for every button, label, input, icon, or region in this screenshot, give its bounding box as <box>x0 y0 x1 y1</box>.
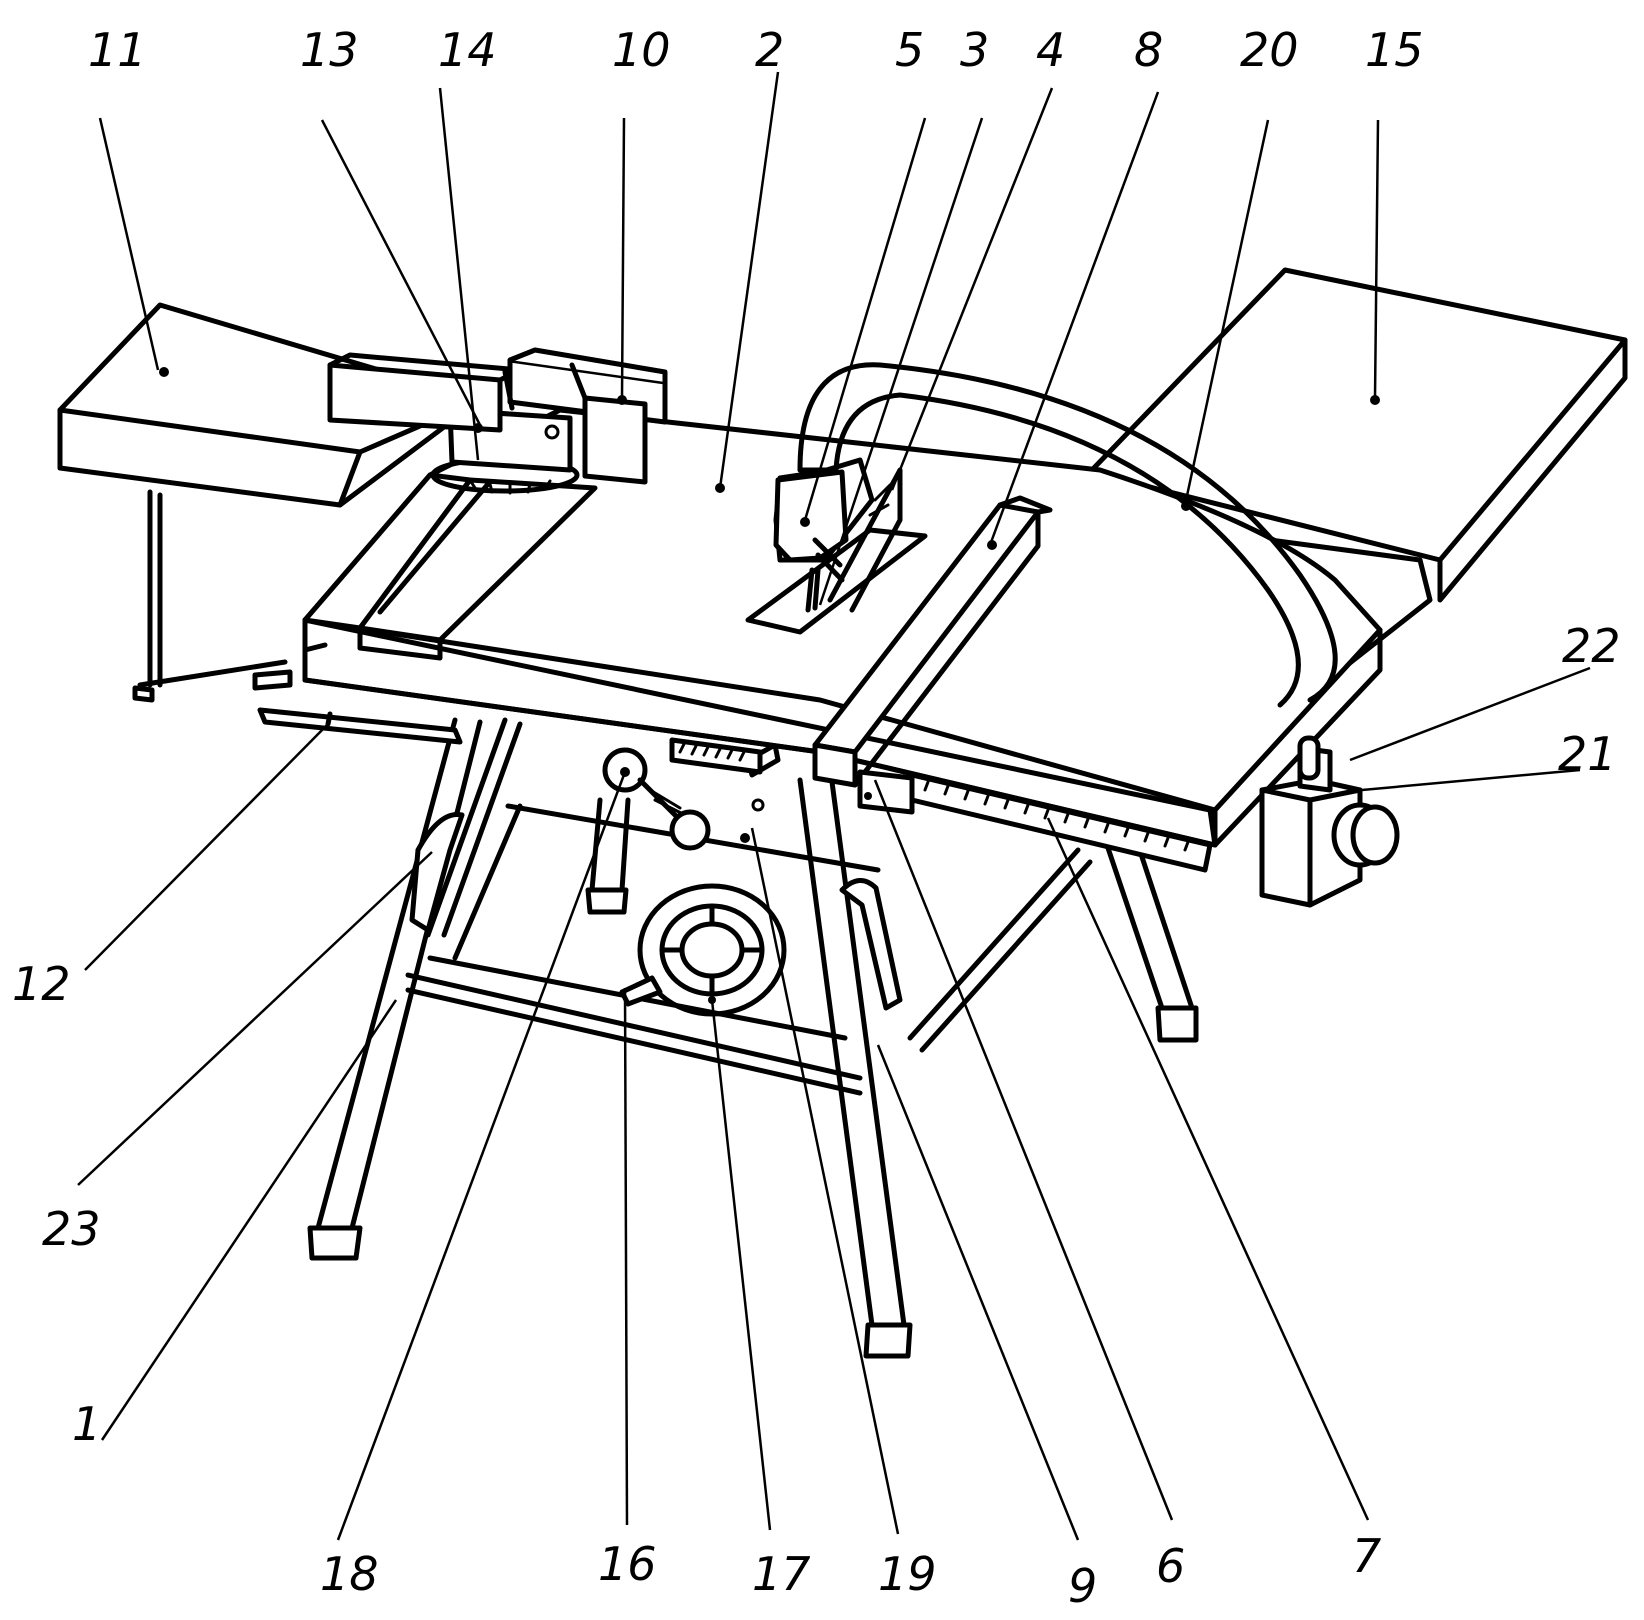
label-1: 1 <box>72 1397 101 1451</box>
label-15: 15 <box>1365 23 1424 77</box>
mitre-gauge <box>327 347 668 495</box>
label-7: 7 <box>1352 1529 1381 1583</box>
fence-rack <box>669 737 1213 873</box>
label-19: 19 <box>878 1547 937 1601</box>
sliding-carriage <box>257 472 598 745</box>
label-20: 20 <box>1240 23 1299 77</box>
label-2: 2 <box>755 23 784 77</box>
label-8: 8 <box>1134 23 1163 77</box>
label-22: 22 <box>1562 619 1621 673</box>
right-extension-table <box>1087 267 1628 713</box>
label-5: 5 <box>895 23 924 77</box>
dust-hose <box>797 362 1338 708</box>
label-11: 11 <box>88 23 147 77</box>
label-12: 12 <box>12 957 71 1011</box>
label-6: 6 <box>1156 1539 1185 1593</box>
leader-lines <box>77 71 1591 1541</box>
label-4: 4 <box>1036 23 1065 77</box>
label-10: 10 <box>612 23 671 77</box>
reference-dots <box>159 367 1380 1004</box>
label-21: 21 <box>1558 727 1617 781</box>
label-17: 17 <box>752 1547 811 1601</box>
label-3: 3 <box>960 23 989 77</box>
label-9: 9 <box>1068 1559 1097 1613</box>
height-handwheel <box>637 883 787 1017</box>
reference-numerals: 11 13 14 10 2 5 3 4 8 20 15 22 21 12 23 … <box>12 23 1621 1613</box>
dust-hood <box>773 469 849 583</box>
rip-fence <box>812 495 1053 788</box>
label-14: 14 <box>438 23 497 77</box>
saw-blade <box>827 467 903 613</box>
switch-box <box>1259 735 1400 908</box>
side-handles <box>409 811 903 1011</box>
label-13: 13 <box>300 23 359 77</box>
label-16: 16 <box>598 1537 657 1591</box>
label-18: 18 <box>320 1547 379 1601</box>
label-23: 23 <box>42 1202 101 1256</box>
table-legs <box>307 717 1199 1359</box>
